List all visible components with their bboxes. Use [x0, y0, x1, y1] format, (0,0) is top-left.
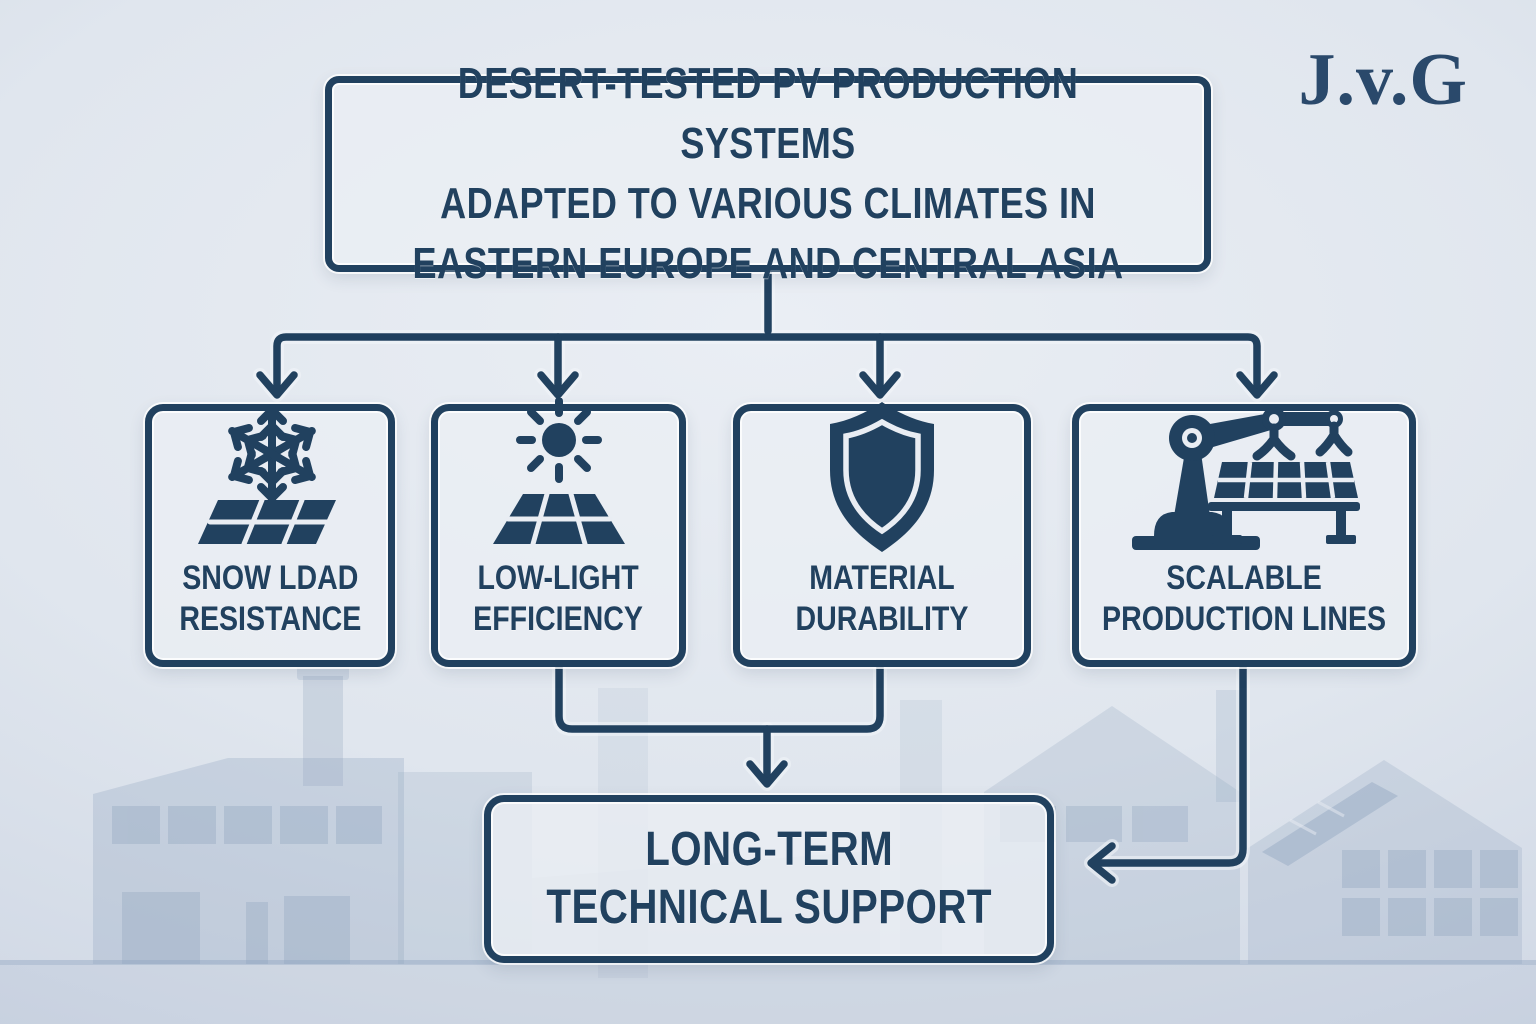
- support-text: LONG-TERM TECHNICAL SUPPORT: [546, 821, 991, 937]
- node-label-line-2: DURABILITY: [795, 600, 969, 638]
- node-scalable-production-lines: SCALABLE PRODUCTION LINES: [1072, 404, 1416, 667]
- node-snow-load-resistance: SNOW LDAD RESISTANCE: [145, 404, 395, 667]
- title-box: DESERT-TESTED PV PRODUCTION SYSTEMS ADAP…: [325, 59, 1211, 288]
- node-label-line-1: MATERIAL: [809, 559, 955, 597]
- node-label-line-2: PRODUCTION LINES: [1101, 600, 1387, 638]
- robot-arm-solar-panel-icon: [1079, 388, 1409, 558]
- node-label: MATERIAL DURABILITY: [796, 558, 969, 640]
- node-label-line-1: LOW-LIGHT: [477, 559, 640, 597]
- node-label: SNOW LDAD RESISTANCE: [179, 558, 361, 640]
- title-line-1: DESERT-TESTED PV PRODUCTION SYSTEMS: [457, 59, 1079, 168]
- shield-icon: [740, 388, 1024, 558]
- support-box: LONG-TERM TECHNICAL SUPPORT: [484, 795, 1054, 963]
- support-line-1: LONG-TERM: [645, 823, 893, 876]
- support-line-2: TECHNICAL SUPPORT: [546, 881, 992, 934]
- node-label-line-2: EFFICIENCY: [473, 600, 644, 638]
- node-label: LOW-LIGHT EFFICIENCY: [474, 558, 644, 640]
- node-material-durability: MATERIAL DURABILITY: [733, 402, 1031, 667]
- brand-logo: J.v.G: [1298, 39, 1468, 121]
- sun-solar-panel-icon: [438, 388, 679, 558]
- node-label-line-2: RESISTANCE: [179, 600, 361, 638]
- title-line-2: ADAPTED TO VARIOUS CLIMATES IN: [440, 179, 1096, 228]
- title-line-3: EASTERN EUROPE AND CENTRAL ASIA: [412, 239, 1124, 288]
- node-low-light-efficiency: LOW-LIGHT EFFICIENCY: [431, 398, 686, 667]
- node-label-line-1: SNOW LDAD: [181, 559, 359, 597]
- title-text: DESERT-TESTED PV PRODUCTION SYSTEMS ADAP…: [410, 54, 1125, 294]
- node-label: SCALABLE PRODUCTION LINES: [1102, 558, 1386, 640]
- node-label-line-1: SCALABLE: [1166, 559, 1322, 597]
- snowflake-solar-panel-icon: [152, 388, 388, 558]
